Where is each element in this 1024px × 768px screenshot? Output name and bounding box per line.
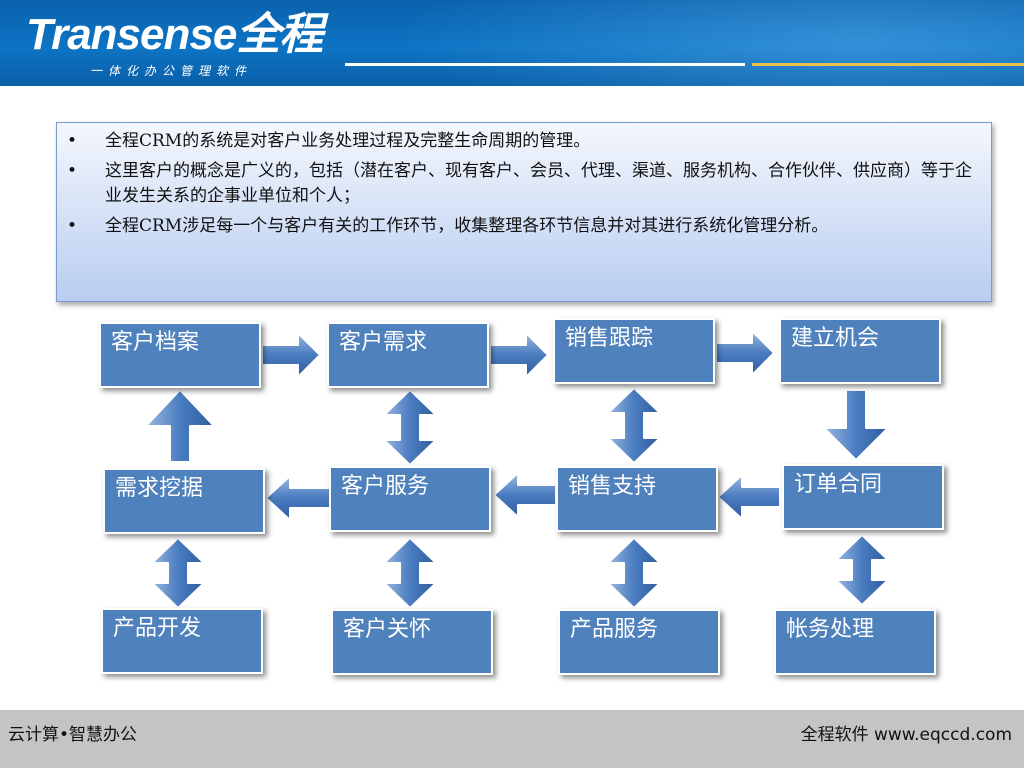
double-arrow-support-productservice: [607, 537, 661, 609]
bullet-dot: •: [67, 131, 78, 151]
bullet-text: 这里客户的概念是广义的，包括（潜在客户、现有客户、会员、代理、渠道、服务机构、合…: [105, 161, 972, 206]
arrow-left-3: [717, 474, 781, 520]
node-label: 客户服务: [341, 474, 430, 499]
header-divider-gold: [752, 63, 1024, 66]
footer-bar: 云计算•智慧办公 1 全程软件 www.eqccd.com: [0, 710, 1024, 768]
node-sales-support: 销售支持: [556, 466, 718, 532]
footer-slogan: 云计算•智慧办公: [8, 725, 138, 745]
double-arrow-tracking-support: [607, 387, 661, 464]
bullet-text: 全程CRM涉足每一个与客户有关的工作环节，收集整理各环节信息并对其进行系统化管理…: [105, 216, 829, 236]
footer-website: 全程软件 www.eqccd.com: [800, 725, 1012, 745]
node-label: 建立机会: [791, 326, 880, 351]
node-customer-needs: 客户需求: [327, 322, 489, 388]
double-arrow-order-accounting: [835, 534, 889, 606]
bullet-text: 全程CRM的系统是对客户业务处理过程及完整生命周期的管理。: [105, 131, 591, 151]
double-arrow-needs-service: [383, 389, 437, 466]
bullet-item-2: • 这里客户的概念是广义的，包括（潜在客户、现有客户、会员、代理、渠道、服务机构、…: [67, 159, 981, 209]
bullet-item-3: • 全程CRM涉足每一个与客户有关的工作环节，收集整理各环节信息并对其进行系统化管…: [67, 214, 981, 239]
node-label: 客户需求: [339, 330, 428, 355]
node-label: 需求挖据: [115, 476, 204, 501]
node-build-opportunity: 建立机会: [779, 318, 941, 384]
node-label: 销售支持: [568, 474, 657, 499]
brand-slogan: 一体化办公管理软件: [90, 64, 253, 78]
double-arrow-mining-productdev: [151, 537, 205, 609]
node-product-dev: 产品开发: [101, 608, 263, 674]
arrow-left-1: [265, 475, 331, 521]
node-accounting: 帐务处理: [774, 609, 936, 675]
node-label: 帐务处理: [786, 617, 875, 642]
double-arrow-service-care: [383, 537, 437, 609]
node-label: 客户档案: [111, 330, 200, 355]
bullet-dot: •: [67, 161, 78, 181]
page-number: 1: [70, 728, 77, 739]
bullet-dot: •: [67, 216, 78, 236]
header-divider-white: [345, 63, 745, 66]
intro-text-box: • 全程CRM的系统是对客户业务处理过程及完整生命周期的管理。 • 这里客户的概念是…: [56, 122, 992, 302]
arrow-down-opportunity-to-order: [823, 389, 889, 461]
node-customer-care: 客户关怀: [331, 609, 493, 675]
bullet-list: • 全程CRM的系统是对客户业务处理过程及完整生命周期的管理。 • 这里客户的概念是…: [57, 123, 991, 239]
node-label: 客户关怀: [343, 617, 432, 642]
arrow-right-3: [715, 330, 775, 376]
node-order-contract: 订单合同: [782, 464, 944, 530]
header-light-sweep: [320, 0, 1024, 86]
node-demand-mining: 需求挖据: [103, 468, 265, 534]
node-sales-tracking: 销售跟踪: [553, 318, 715, 384]
arrow-right-2: [489, 332, 549, 378]
node-customer-service: 客户服务: [329, 466, 491, 532]
node-label: 订单合同: [794, 472, 883, 497]
node-customer-file: 客户档案: [99, 322, 261, 388]
node-product-service: 产品服务: [558, 609, 720, 675]
bullet-item-1: • 全程CRM的系统是对客户业务处理过程及完整生命周期的管理。: [67, 129, 981, 154]
node-label: 产品服务: [570, 617, 659, 642]
arrow-left-2: [493, 472, 557, 518]
node-label: 产品开发: [113, 616, 202, 641]
brand-logo: Transense全程: [26, 10, 323, 59]
arrow-right-1: [261, 332, 321, 378]
header-banner: Transense全程 一体化办公管理软件: [0, 0, 1024, 86]
node-label: 销售跟踪: [565, 326, 654, 351]
arrow-up-demand-to-file: [145, 389, 215, 463]
